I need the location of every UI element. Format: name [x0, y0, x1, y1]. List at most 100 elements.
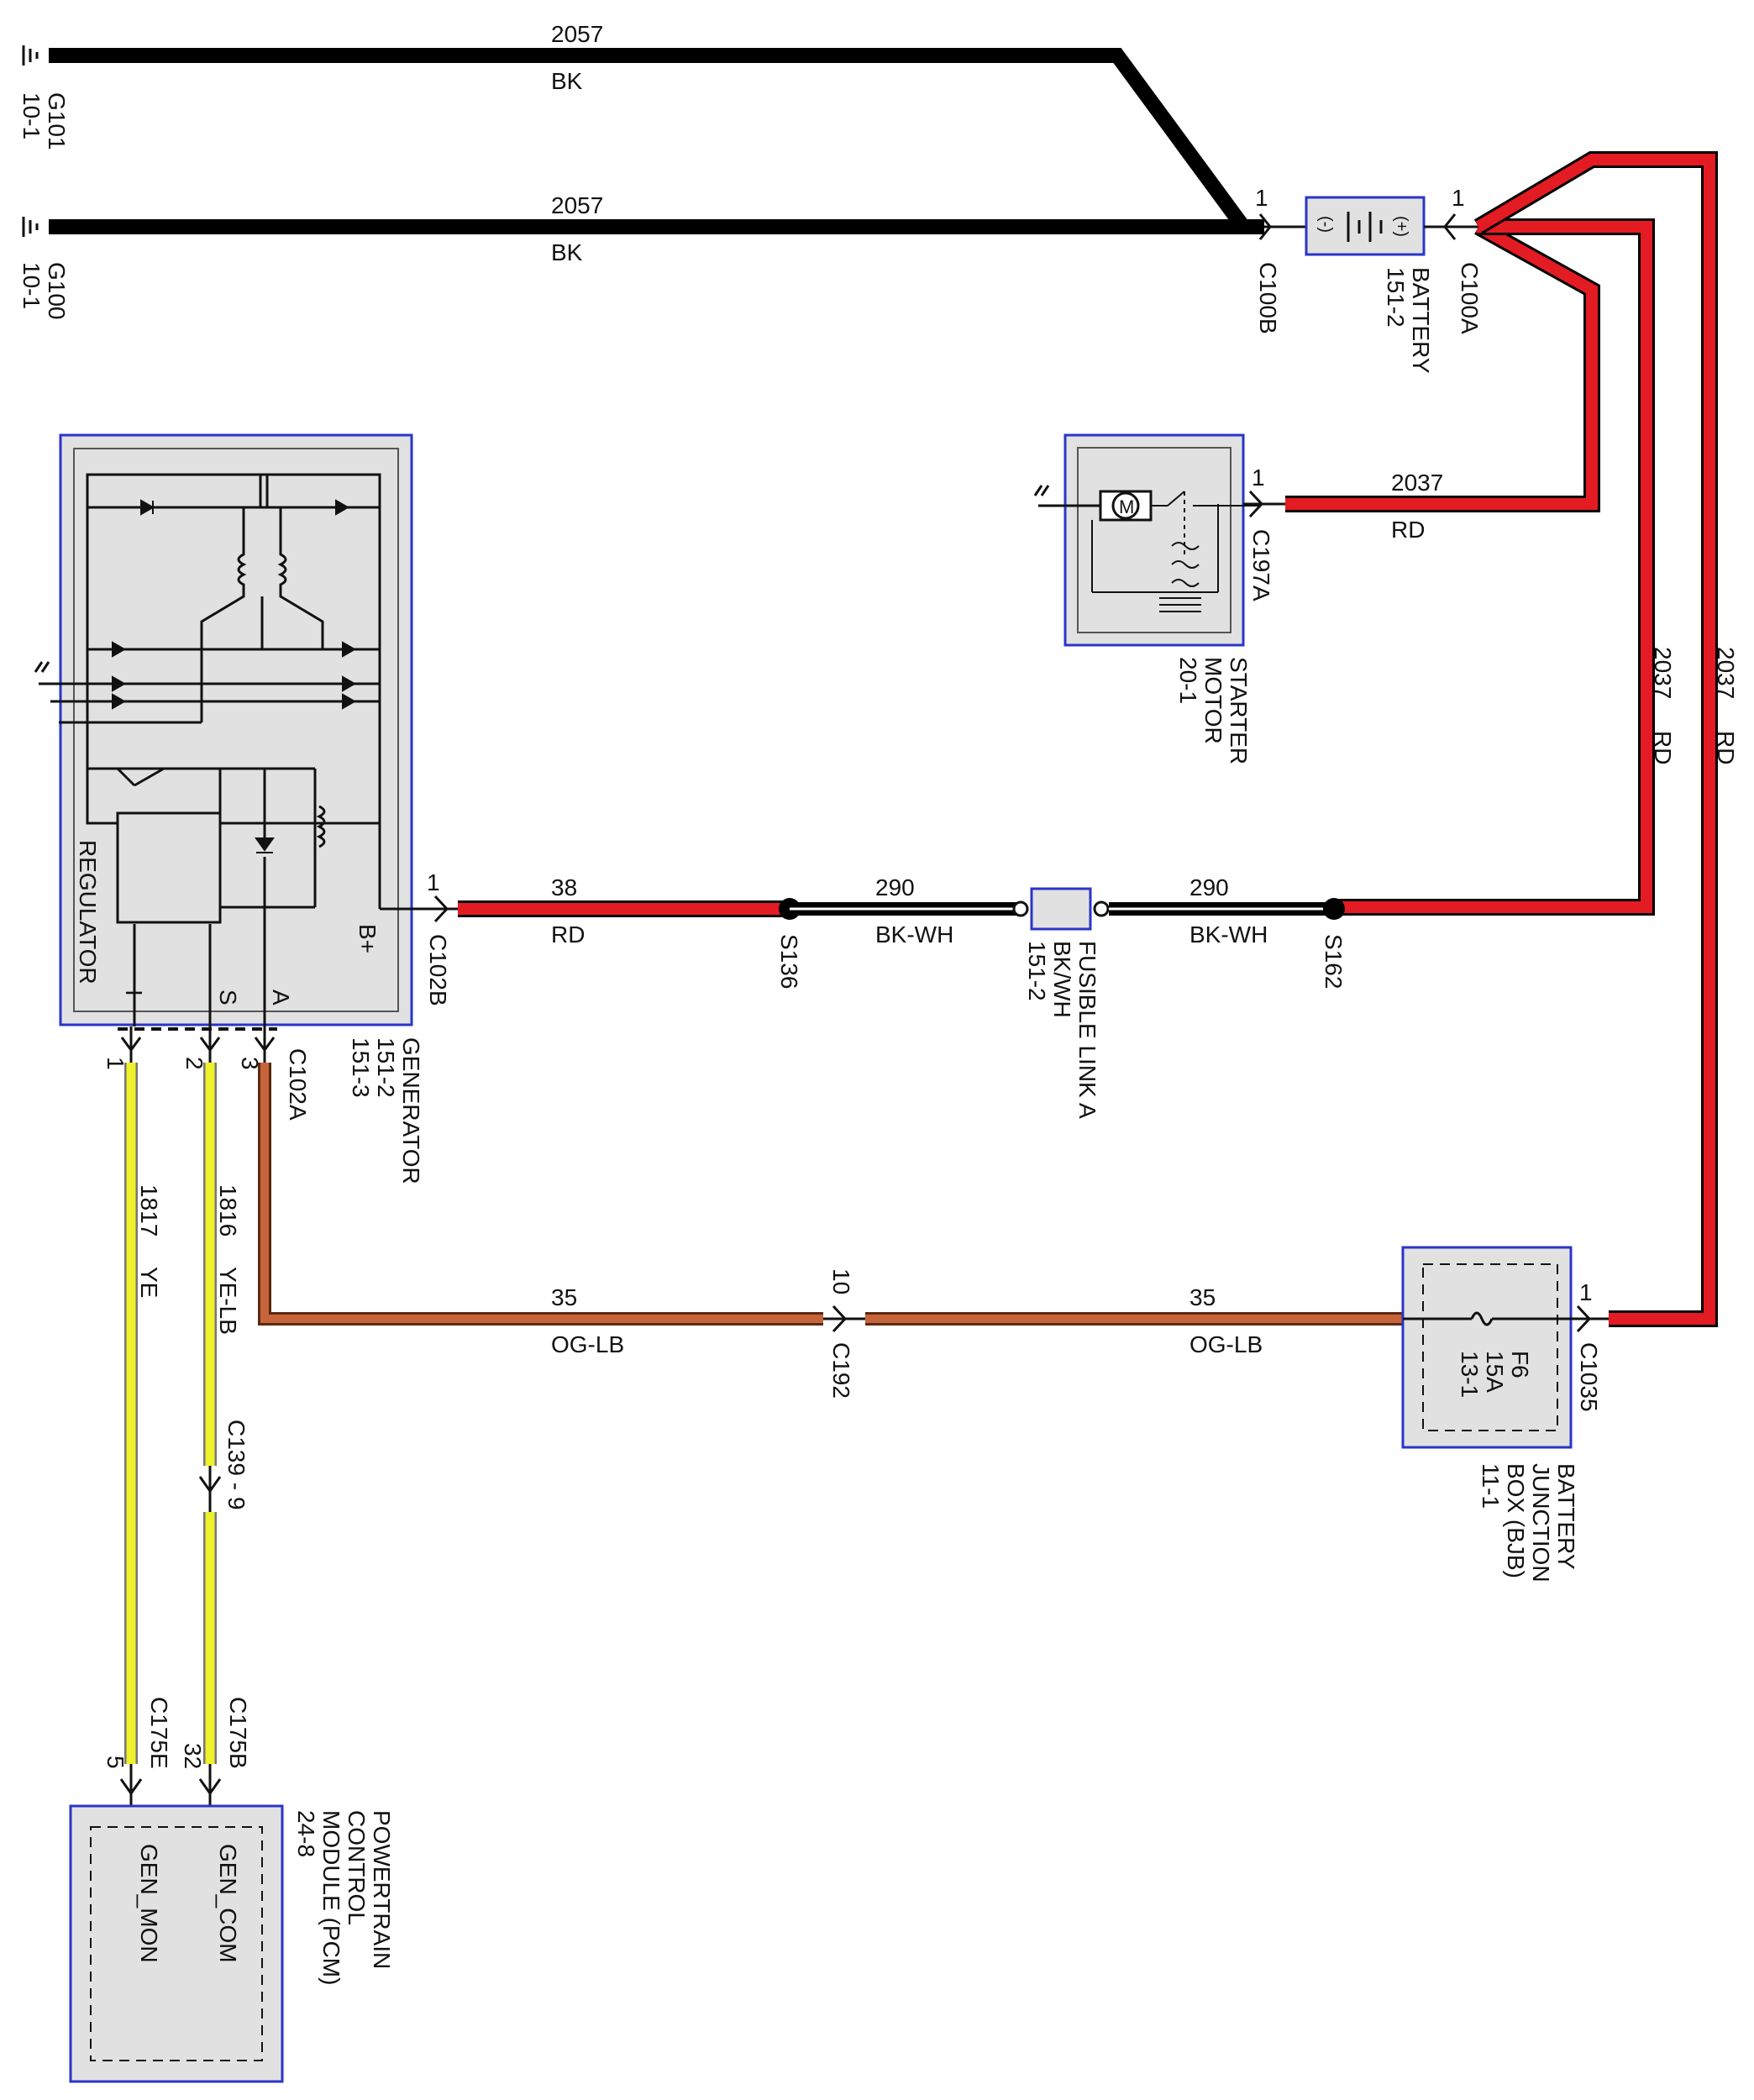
ground-g100: G100 10-1: [18, 217, 70, 320]
splice-s162: S162: [1321, 898, 1347, 989]
connector-c197a: 1 C197A: [1243, 465, 1285, 601]
battery-label-line1: BATTERY: [1408, 267, 1434, 374]
fusible-link-body: [1030, 887, 1092, 931]
connector-c139: C139 - 9: [198, 1420, 249, 1512]
connector-c100a: 1 C100A: [1424, 185, 1483, 334]
pcm-label-line1: POWERTRAIN: [369, 1810, 395, 1969]
generator-internal-schematic: [50, 473, 428, 1026]
pcm-label-line2: CONTROL: [344, 1810, 370, 1925]
wire-number: 2037: [1391, 470, 1443, 496]
regulator-label: REGULATOR: [75, 840, 101, 984]
ground-g100-ref: 10-1: [18, 262, 45, 309]
generator-label-line1: GENERATOR: [398, 1037, 424, 1184]
wire-number: 2057: [551, 192, 603, 218]
wire-number: 290: [875, 874, 915, 900]
fuse-label-line3: 13-1: [1457, 1351, 1483, 1398]
wire-2037-to-bjb: 2037 RD: [1473, 151, 1739, 1327]
bjb-label-line4: 11-1: [1478, 1463, 1504, 1509]
wire-color: BK-WH: [1189, 921, 1268, 948]
wire-2037-to-starter: 2037 RD: [1285, 219, 1600, 543]
ground-g100-id: G100: [44, 262, 70, 320]
connector-c192-id: C192: [828, 1342, 854, 1399]
wire-2057-g101: 2057 BK: [49, 21, 1264, 234]
wire-color: RD: [1650, 731, 1676, 764]
wire-number: 35: [1189, 1284, 1216, 1310]
ground-g101-ref: 10-1: [18, 92, 45, 139]
ground-icon: [22, 217, 39, 237]
pcm-label-line4: 24-8: [293, 1810, 319, 1857]
wire-number: 1817: [136, 1184, 162, 1236]
generator: REGULATOR B+ I S A GENERATOR 151-2 151-3…: [34, 433, 458, 1184]
fusible-link-label-line1: FUSIBLE LINK A: [1074, 941, 1100, 1119]
fuse-label-line1: F6: [1507, 1351, 1533, 1378]
generator-label-line3: 151-3: [348, 1037, 374, 1098]
starter-label-line2: MOTOR: [1200, 657, 1226, 744]
fusible-link-a: FUSIBLE LINK A BK/WH 151-2: [1012, 887, 1110, 1119]
motor-letter: M: [1119, 496, 1134, 517]
wire-35-generator: 35 OG-LB: [258, 1063, 823, 1357]
battery: 1 C100B (-) (+) BATTERY 151-2 1 C100A: [1255, 185, 1483, 374]
connector-c102a-pin1: 1: [102, 1057, 129, 1070]
connector-c197a-id: C197A: [1248, 529, 1274, 601]
ground-g101-id: G101: [44, 92, 70, 150]
wire-color: BK: [551, 68, 583, 94]
wire-color: OG-LB: [551, 1331, 624, 1357]
solenoid-icon: [1091, 491, 1260, 612]
wire-38: 38 RD: [458, 874, 790, 948]
connector-c102a: 1 2 3 C102A: [102, 1026, 311, 1121]
battery-icon: [1347, 212, 1383, 242]
wire-color: RD: [1391, 517, 1425, 543]
battery-pos: (+): [1392, 216, 1410, 237]
wire-number: 2037: [1713, 647, 1739, 699]
connector-c175b: 32 C175B: [180, 1697, 251, 1827]
wire-color: BK: [551, 239, 583, 265]
connector-c1035-id: C1035: [1576, 1342, 1602, 1412]
starter-label-line3: 20-1: [1175, 657, 1201, 704]
generator-frame: [59, 433, 413, 1026]
connector-c100a-id: C100A: [1457, 262, 1483, 334]
connector-c100a-pin: 1: [1452, 185, 1465, 211]
regulator-box: [116, 811, 222, 924]
generator-ground-icon: [34, 661, 50, 685]
generator-pin-i: I: [121, 990, 147, 996]
connector-c100b: 1 C100B: [1255, 185, 1306, 334]
pcm-pin-gen-com: GEN_COM: [215, 1844, 241, 1963]
wire-color: RD: [551, 921, 585, 948]
connector-c175e-pin: 5: [102, 1756, 129, 1769]
connector-c102b: 1 C102B: [425, 869, 458, 1006]
connector-c175e-id: C175E: [146, 1697, 172, 1769]
connector-c100b-pin: 1: [1255, 185, 1268, 211]
battery-label-line2: 151-2: [1383, 267, 1409, 328]
wire-color: OG-LB: [1189, 1331, 1263, 1357]
connector-c100b-id: C100B: [1255, 262, 1281, 334]
ground-icon: [22, 45, 39, 66]
wire-2037-to-s162: 2037 RD: [1336, 218, 1676, 916]
connector-c1035-pin: 1: [1579, 1279, 1593, 1305]
wire-number: 290: [1189, 874, 1229, 900]
bjb-label-line3: BOX (BJB): [1503, 1463, 1529, 1578]
fuse-icon: [1403, 1311, 1571, 1326]
wire-290-s162: 290 BK-WH: [1109, 874, 1336, 948]
battery-neg: (-): [1316, 216, 1335, 233]
bjb-label-line1: BATTERY: [1553, 1463, 1579, 1570]
generator-label-line2: 151-2: [373, 1037, 399, 1098]
diode-icon: [112, 499, 357, 853]
connector-c192-pin: 10: [828, 1268, 854, 1294]
pcm-frame: [69, 1804, 284, 2083]
connector-c197a-pin: 1: [1252, 465, 1265, 491]
wire-number: 35: [551, 1284, 577, 1310]
starter-ground-icon: [1033, 485, 1100, 507]
generator-pin-a: A: [268, 990, 294, 1005]
starter-label-line1: STARTER: [1226, 657, 1252, 764]
connector-c1035: 1 C1035: [1571, 1279, 1609, 1412]
pcm-pin-gen-mon: GEN_MON: [136, 1844, 162, 1963]
generator-bplus: B+: [354, 924, 381, 953]
fuse-label-line2: 15A: [1482, 1351, 1508, 1393]
connector-c192: 10 C192: [823, 1268, 865, 1399]
motor-icon: M: [1099, 490, 1153, 522]
wire-color: YE-LB: [215, 1267, 241, 1335]
wire-color: YE: [136, 1267, 162, 1298]
bjb-label-line2: JUNCTION: [1528, 1463, 1554, 1583]
connector-c102b-pin: 1: [427, 869, 440, 895]
